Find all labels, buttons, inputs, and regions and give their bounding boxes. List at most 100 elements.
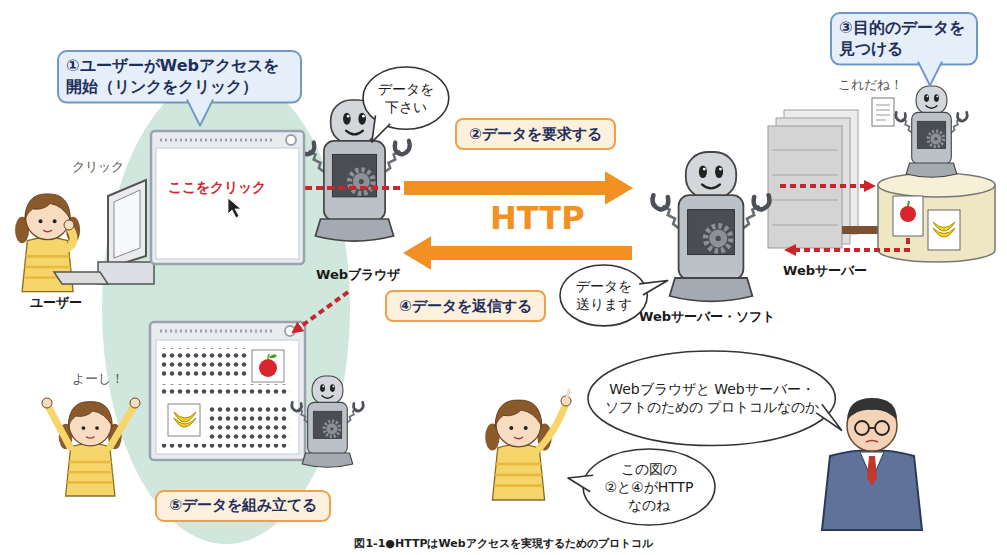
step-box-outline	[156, 491, 330, 521]
man-figure	[866, 441, 878, 443]
browser-window-outline	[160, 139, 275, 142]
result-window	[268, 354, 269, 359]
result-window	[160, 330, 272, 333]
pointing-figure	[539, 406, 565, 449]
dotted-arrow	[780, 184, 870, 188]
result-window	[162, 384, 290, 396]
pointing-figure	[485, 390, 571, 500]
result-window	[259, 359, 277, 377]
browser-robot-outline	[312, 92, 404, 284]
speech-bubble-outline	[363, 67, 449, 129]
man-figure	[822, 450, 922, 530]
result-window	[162, 444, 290, 452]
browser-robot: Webブラウザ	[312, 92, 404, 284]
step-callout: ①ユーザーがWebアクセスを 開始（リンクをクリック）	[57, 50, 302, 104]
result-window	[162, 348, 248, 376]
computer	[114, 190, 140, 258]
server-machine-outline	[779, 112, 871, 280]
node-text: データを 送ります	[567, 277, 641, 313]
man-figure	[847, 398, 897, 420]
data-cylinder	[900, 206, 916, 222]
speech-bubble-outline	[583, 449, 715, 525]
link-bar	[842, 226, 880, 234]
found-document	[872, 98, 894, 126]
cheering-figure	[48, 406, 70, 447]
result-window	[150, 322, 305, 460]
handwritten-note: よーし！	[72, 372, 124, 387]
server-software-robot: Webサーバー・ソフト	[632, 150, 782, 326]
speech-bubble-outline	[587, 350, 836, 447]
man-figure	[869, 427, 875, 429]
dotted-arrow	[296, 292, 348, 330]
speech-bubble-outline	[640, 280, 668, 295]
speech-bubble: データを 下さい	[362, 66, 450, 130]
step-callout-outline	[918, 62, 942, 86]
node-text: ⑤データを組み立てる	[164, 496, 322, 516]
speech-bubble: Webブラウザと Webサーバー・ソフトのための プロトコルなのか	[587, 350, 836, 447]
http-arrow	[404, 181, 605, 195]
cheering-figure	[110, 406, 134, 447]
dotted-arrow	[790, 238, 908, 250]
speech-bubble-outline	[362, 66, 450, 130]
speech-bubble-outline	[588, 351, 835, 446]
node-text: Webブラウザと Webサーバー・ソフトのための プロトコルなのか	[604, 380, 819, 416]
data-cylinder	[933, 228, 955, 237]
speech-bubble: データを 送ります	[559, 264, 648, 327]
user-figure	[64, 220, 74, 230]
node-text: Webブラウザ	[316, 267, 400, 284]
result-window	[269, 354, 277, 358]
node-text: ①ユーザーがWebアクセスを 開始（リンクをクリック）	[66, 56, 293, 98]
server-software-robot-outline	[632, 150, 782, 326]
man-figure	[822, 398, 922, 530]
cheering-figure	[42, 398, 140, 496]
server-machine: Webサーバー	[779, 112, 871, 280]
edge-label: ④データを返信する	[385, 290, 546, 322]
figure-name: ユーザー	[30, 296, 82, 311]
cheering-figure	[130, 398, 140, 408]
step-box: ⑤データを組み立てる	[155, 490, 331, 522]
speech-bubble: この図の ②と④がHTTP なのね	[582, 448, 716, 526]
node-text: Webサーバー	[783, 263, 867, 280]
server-soft-robot-figure	[653, 152, 770, 301]
node-text: Webサーバー・ソフト	[639, 309, 775, 326]
http-arrow	[431, 246, 632, 260]
computer	[108, 180, 146, 268]
browser-window-outline	[151, 131, 304, 264]
speech-bubble-outline	[568, 475, 593, 491]
data-cylinder	[893, 196, 923, 236]
dotted-connector	[305, 186, 404, 190]
result-window	[252, 350, 284, 382]
speech-bubble-outline	[560, 265, 647, 326]
computer	[54, 180, 154, 284]
pointing-figure	[567, 390, 569, 397]
node-text: この図の ②と④がHTTP なのね	[585, 460, 713, 515]
user-figure	[62, 228, 74, 250]
result-window	[156, 340, 299, 454]
node-text: ③目的のデータを 見つける	[839, 18, 969, 60]
browser-window-outline	[228, 198, 241, 218]
found-document	[872, 98, 894, 126]
step-callout: ③目的のデータを 見つける	[830, 12, 978, 66]
man-figure	[875, 421, 889, 435]
speech-bubble-outline	[817, 404, 842, 430]
result-window	[150, 322, 305, 460]
step-callout-outline	[58, 51, 301, 103]
found-document	[876, 105, 890, 120]
server-robot-figure	[896, 86, 968, 177]
result-window	[206, 404, 290, 440]
small-robot-figure	[292, 376, 364, 467]
cheering-figure	[42, 398, 52, 408]
computer	[54, 272, 108, 284]
data-cylinder	[928, 210, 960, 250]
man-figure	[867, 456, 877, 486]
handwritten-note: クリック	[72, 160, 124, 175]
browser-window-outline	[286, 135, 296, 145]
result-window	[174, 418, 196, 427]
browser-window: ここをクリック	[150, 130, 305, 265]
browser-window-outline	[150, 130, 305, 265]
handwritten-note: これだね！	[838, 78, 903, 93]
step-callout-outline	[831, 13, 977, 65]
node-text: データを 下さい	[370, 80, 442, 116]
